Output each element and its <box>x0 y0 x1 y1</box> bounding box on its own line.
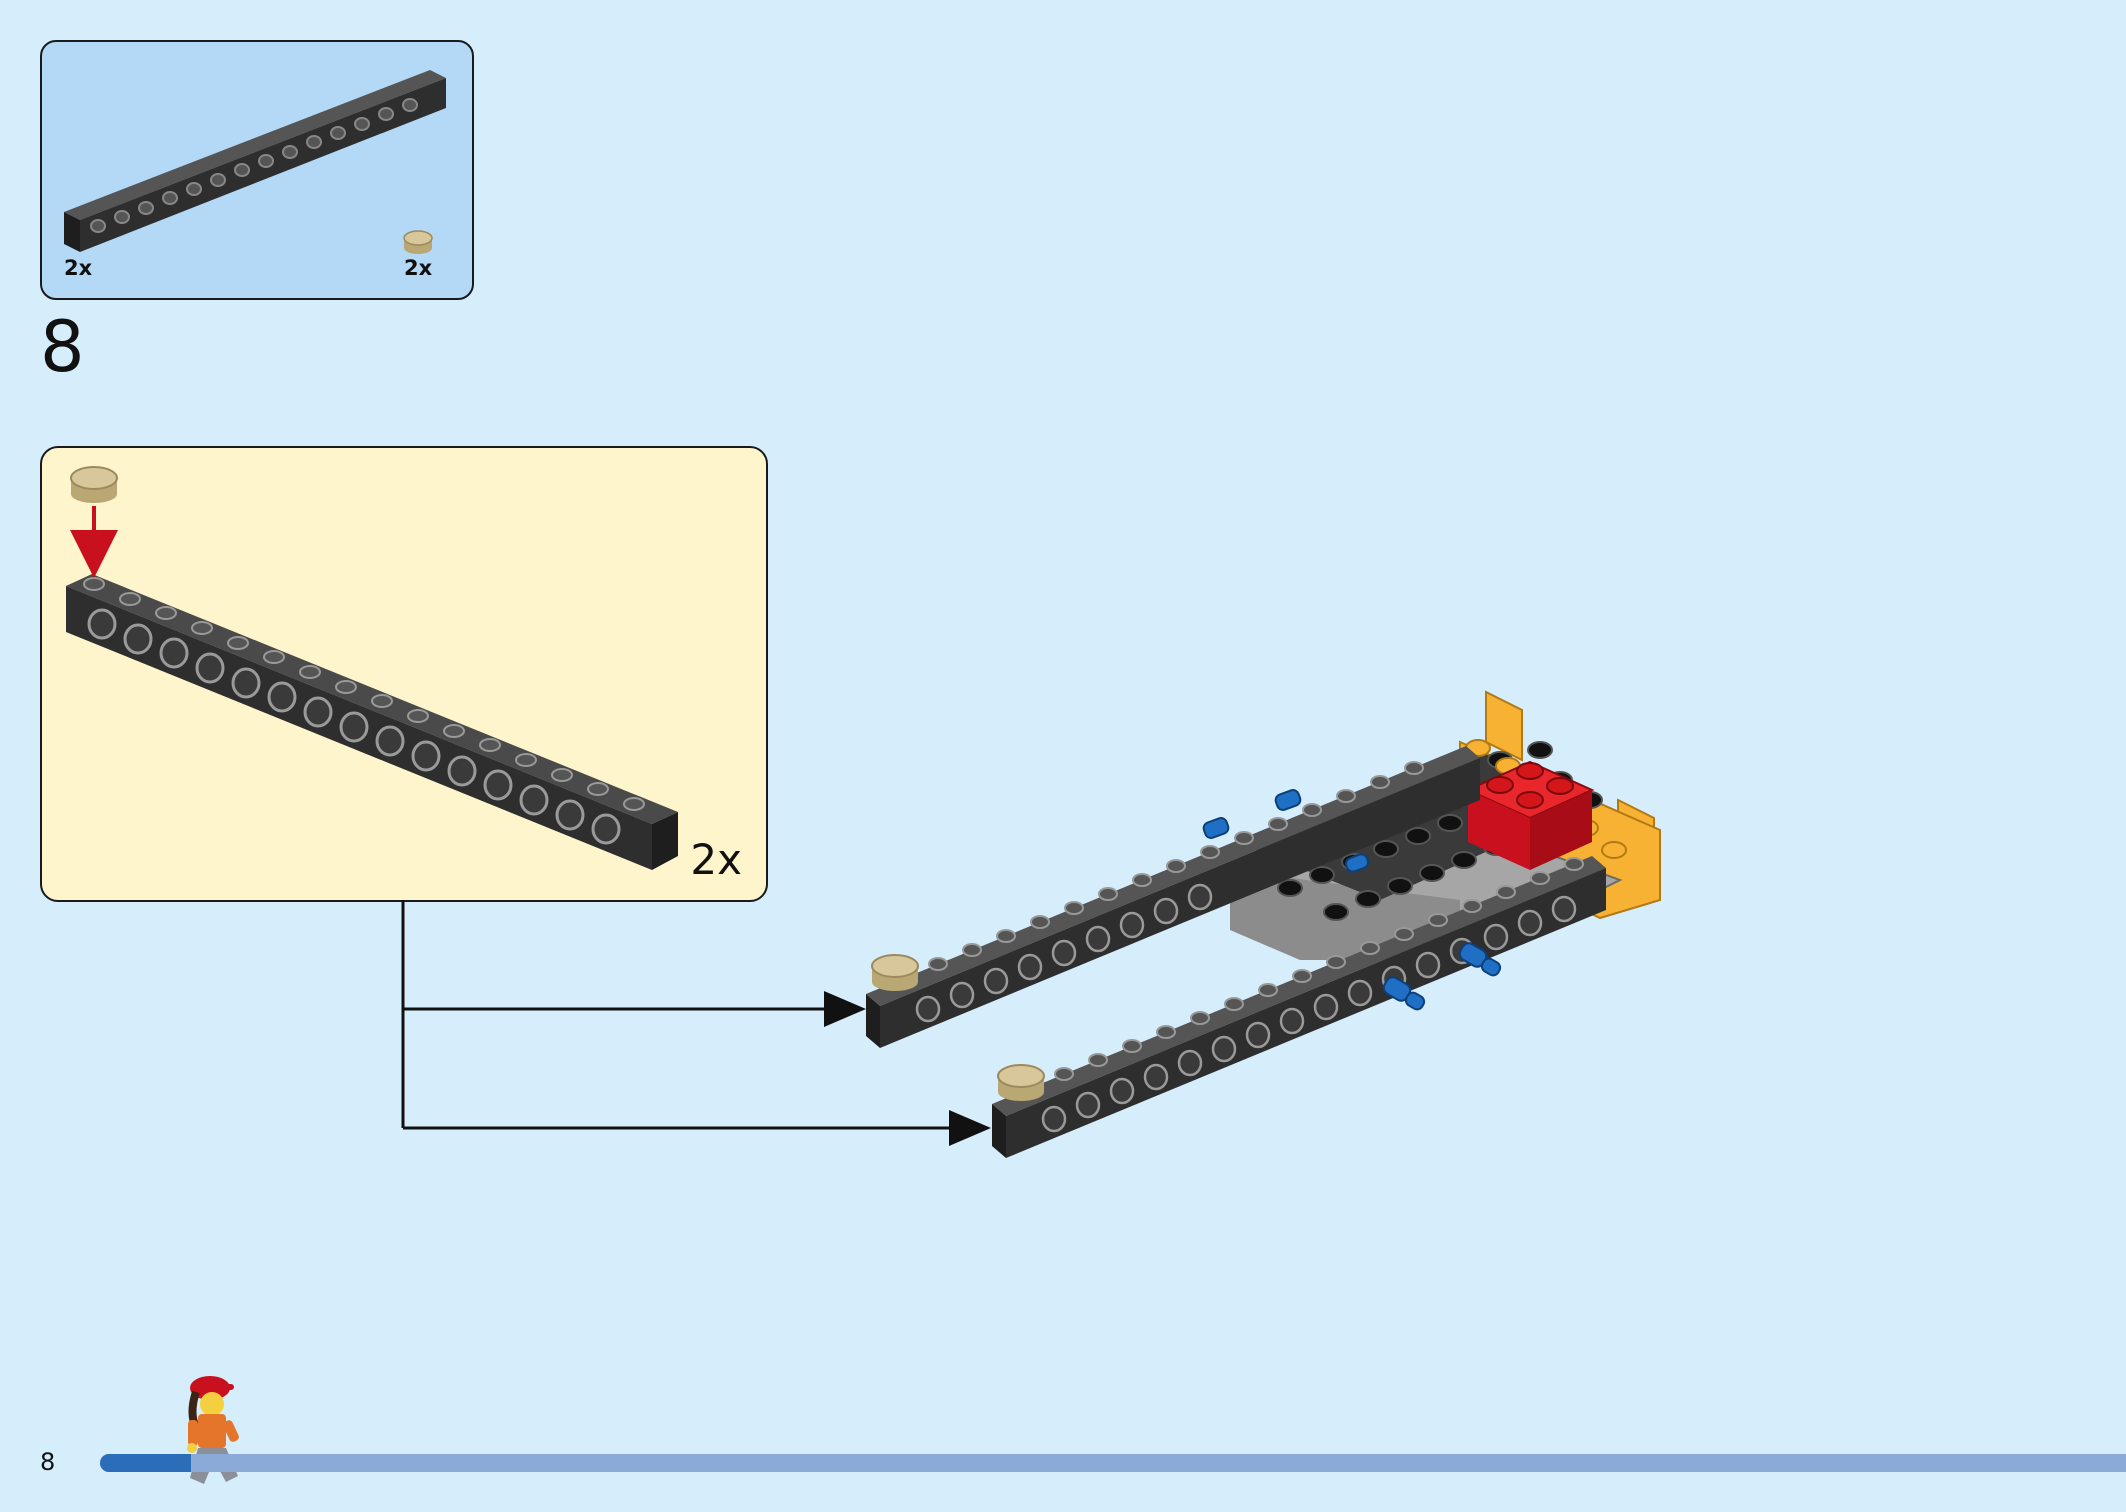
sub-assembly-beam <box>66 574 678 870</box>
page-number: 8 <box>40 1448 56 1476</box>
technic-beam-15-black-icon <box>64 70 446 252</box>
sub-assembly-tile <box>70 466 118 503</box>
round-tile-tan-icon <box>403 230 433 254</box>
tile-quantity: 2x <box>404 256 433 280</box>
progress-bar <box>100 1454 2126 1472</box>
progress-bar-fill <box>100 1454 192 1472</box>
step-number: 8 <box>40 306 85 388</box>
beam-quantity: 2x <box>64 256 93 280</box>
callout-connector <box>401 900 991 1146</box>
main-assembly <box>866 690 1661 1158</box>
sub-assembly-quantity: 2x <box>690 835 742 884</box>
